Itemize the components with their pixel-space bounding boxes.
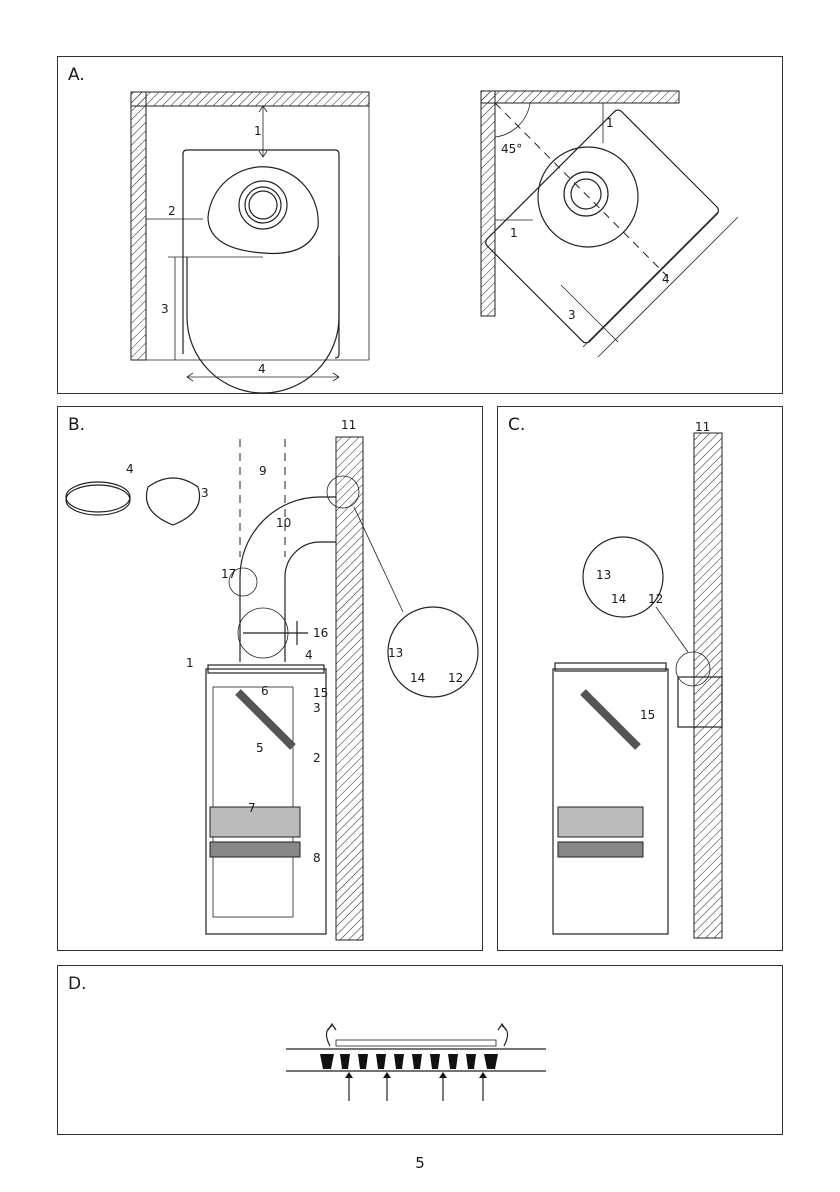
svg-text:8: 8 (313, 851, 321, 865)
angle-45: 45° (501, 142, 522, 156)
svg-text:11: 11 (341, 418, 356, 432)
panel-d: D. (57, 965, 783, 1135)
panel-a-diagram: 1 2 3 4 45° 1 1 3 4 (58, 57, 784, 395)
dim-3-a: 3 (161, 302, 169, 316)
dim-1-a: 1 (254, 124, 262, 138)
dim-2-a: 2 (168, 204, 176, 218)
svg-text:3: 3 (201, 486, 209, 500)
dim-1-corner-left: 1 (510, 226, 518, 240)
svg-text:5: 5 (256, 741, 264, 755)
dim-1-corner-top: 1 (606, 116, 614, 130)
dim-4-corner: 4 (662, 272, 670, 286)
svg-text:13: 13 (596, 568, 611, 582)
svg-text:13: 13 (388, 646, 403, 660)
dim-4-a: 4 (258, 362, 266, 376)
dim-3-corner: 3 (568, 308, 576, 322)
svg-text:14: 14 (410, 671, 425, 685)
svg-text:10: 10 (276, 516, 291, 530)
svg-text:12: 12 (448, 671, 463, 685)
flue-collar-a (239, 181, 287, 229)
panel-c-diagram: 11 13 14 12 15 (498, 407, 784, 952)
panel-c: C. 11 13 14 12 15 (497, 406, 783, 951)
svg-text:4: 4 (305, 648, 313, 662)
svg-text:16: 16 (313, 626, 328, 640)
panel-d-diagram (58, 966, 784, 1136)
svg-text:9: 9 (259, 464, 267, 478)
svg-text:4: 4 (126, 462, 134, 476)
panel-a: A. 1 2 3 4 (57, 56, 783, 394)
stove-body-a (208, 167, 318, 254)
panel-b-diagram: 4 3 9 11 10 17 16 13 14 12 1 (58, 407, 484, 952)
wall-b (336, 437, 363, 940)
svg-text:7: 7 (248, 801, 256, 815)
cover-plate (146, 478, 199, 525)
svg-text:15: 15 (313, 686, 328, 700)
svg-text:17: 17 (221, 567, 236, 581)
svg-text:15: 15 (640, 708, 655, 722)
svg-text:2: 2 (313, 751, 321, 765)
vent-grille (320, 1054, 498, 1069)
page-number: 5 (0, 1154, 840, 1172)
svg-text:3: 3 (313, 701, 321, 715)
panel-b: B. 4 3 9 11 10 17 16 1 (57, 406, 483, 951)
vent-cover (336, 1040, 496, 1046)
svg-text:12: 12 (648, 592, 663, 606)
stove-body-b (206, 669, 326, 934)
svg-text:14: 14 (611, 592, 626, 606)
adapter-ring (66, 482, 130, 512)
svg-text:1: 1 (186, 656, 194, 670)
wall-left-a (131, 92, 369, 360)
svg-text:11: 11 (695, 420, 710, 434)
svg-text:6: 6 (261, 684, 269, 698)
